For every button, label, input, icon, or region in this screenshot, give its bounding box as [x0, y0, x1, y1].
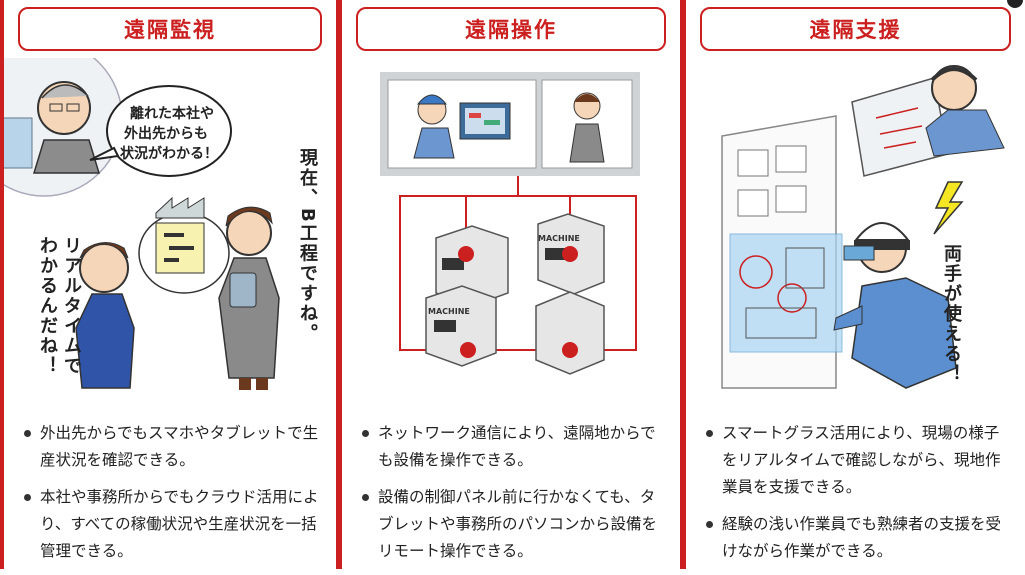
panel-remote-monitoring: 遠隔監視 離れた本社や 外出先からも 状況がわかる！ 現在、B工程です — [4, 0, 336, 569]
bubble-line-1: 離れた本社や — [130, 105, 214, 122]
bubble-line-2: 外出先からも — [124, 125, 208, 142]
panel-title: 遠隔支援 — [700, 7, 1011, 51]
remote-monitoring-illustration: 離れた本社や 外出先からも 状況がわかる！ — [4, 58, 280, 390]
bullet-item: 本社や事務所からでもクラウド活用により、すべての稼働状況や生産状況を一括管理でき… — [22, 484, 322, 565]
panel-remote-operation: 遠隔操作 MACHINE MACHINE — [342, 0, 680, 569]
machine-label: MACHINE — [428, 307, 470, 316]
divider-2 — [680, 0, 686, 569]
bullet-item: 経験の浅い作業員でも熟練者の支援を受けながら作業ができる。 — [704, 511, 1011, 565]
speech-left-vertical-1: リアルタイムで — [61, 236, 82, 376]
speech-vertical: 両手が使える！ — [941, 244, 962, 384]
bullet-item: 設備の制御パネル前に行かなくても、タブレットや事務所のパソコンから設備をリモート… — [360, 484, 666, 565]
bullet-list: 外出先からでもスマホやタブレットで生産状況を確認できる。 本社や事務所からでもク… — [22, 420, 322, 575]
bullet-list: ネットワーク通信により、遠隔地からでも設備を操作できる。 設備の制御パネル前に行… — [360, 420, 666, 575]
corner-mark — [1007, 0, 1023, 8]
remote-support-illustration — [721, 65, 1005, 389]
bullet-item: 外出先からでもスマホやタブレットで生産状況を確認できる。 — [22, 420, 322, 474]
speech-left-vertical-2: わかるんだね！ — [37, 236, 58, 376]
panel-title: 遠隔操作 — [356, 7, 666, 51]
bullet-item: ネットワーク通信により、遠隔地からでも設備を操作できる。 — [360, 420, 666, 474]
divider-1 — [336, 0, 342, 569]
bullet-item: スマートグラス活用により、現場の様子をリアルタイムで確認しながら、現地作業員を支… — [704, 420, 1011, 501]
speech-right-vertical: 現在、B工程ですね。 — [297, 148, 318, 344]
bubble-line-3: 状況がわかる！ — [120, 145, 218, 162]
bullet-list: スマートグラス活用により、現場の様子をリアルタイムで確認しながら、現地作業員を支… — [704, 420, 1011, 575]
panel-title: 遠隔監視 — [18, 7, 322, 51]
divider-left — [0, 0, 4, 569]
panel-remote-support: 遠隔支援 両手が使える！ スマートグラス活用により、現場の様子をリアルタイムで確… — [686, 0, 1025, 569]
machine-label: MACHINE — [538, 234, 580, 243]
remote-operation-illustration: MACHINE MACHINE — [380, 72, 640, 375]
